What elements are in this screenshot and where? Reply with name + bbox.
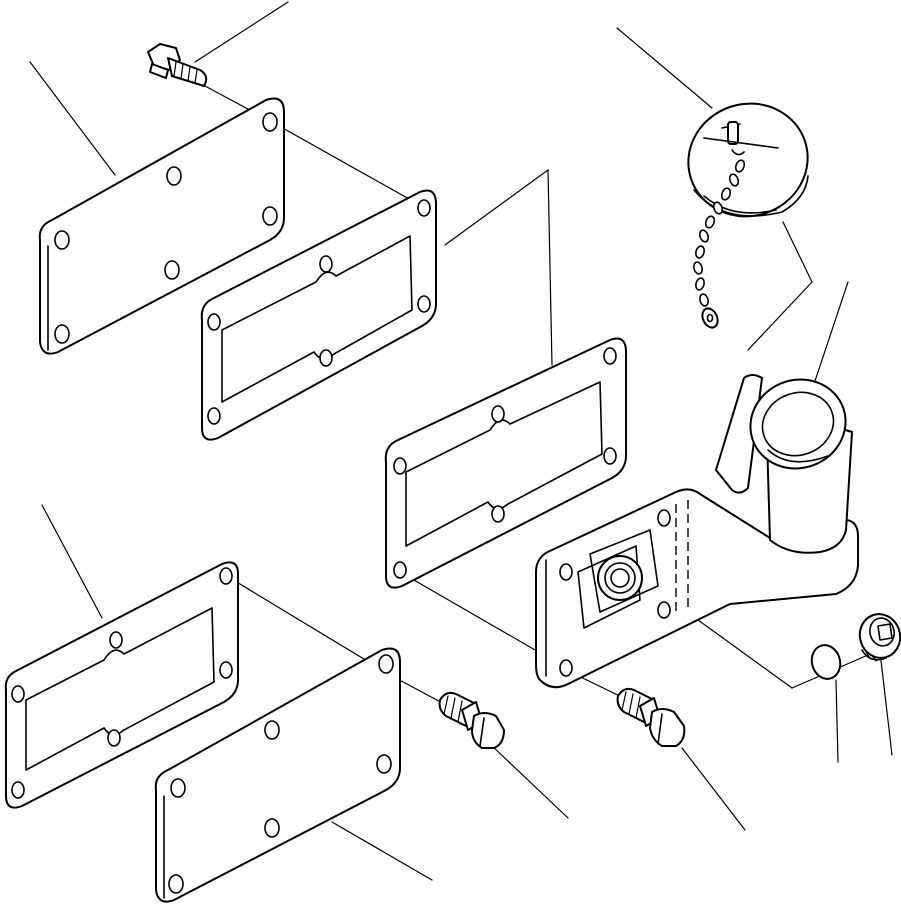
filler-neck-body bbox=[535, 374, 859, 689]
leader-filler-cap bbox=[616, 27, 713, 109]
leader-filler-neck bbox=[811, 281, 849, 391]
plug bbox=[858, 613, 901, 662]
cover-plate-upper bbox=[38, 97, 285, 355]
flange-bolt-top bbox=[147, 43, 208, 87]
flange-bolt-lower-right bbox=[616, 687, 686, 747]
leader-plug bbox=[879, 651, 893, 756]
assembly-line-cap-to-neck-a bbox=[782, 221, 813, 283]
cover-plate-lower bbox=[154, 647, 401, 903]
flange-bolt-lower-left bbox=[438, 691, 505, 749]
assembly-line-cover-to-gasket bbox=[271, 121, 419, 205]
gasket-upper bbox=[200, 189, 437, 441]
gasket-middle bbox=[384, 337, 627, 589]
leader-cover-lower bbox=[331, 821, 433, 881]
o-ring bbox=[810, 644, 842, 680]
leader-lines bbox=[29, 1, 893, 881]
leader-gasket-middle bbox=[547, 169, 553, 366]
assembly-line-gasket-to-body bbox=[399, 571, 543, 655]
leader-bolt-lower-right bbox=[681, 747, 746, 831]
leader-cover-upper bbox=[29, 61, 116, 176]
assembly-line-cap-to-neck-b bbox=[747, 281, 813, 351]
gasket-lower bbox=[4, 561, 239, 809]
leader-o-ring bbox=[835, 679, 839, 763]
leader-bolt-top bbox=[194, 1, 289, 63]
filler-cap-with-chain bbox=[687, 102, 809, 329]
leader-gasket-upper bbox=[444, 169, 549, 246]
leader-bolt-lower-left bbox=[489, 743, 569, 819]
assembly-line-cover-to-bolt bbox=[391, 675, 449, 707]
leader-gasket-lower bbox=[41, 504, 103, 619]
